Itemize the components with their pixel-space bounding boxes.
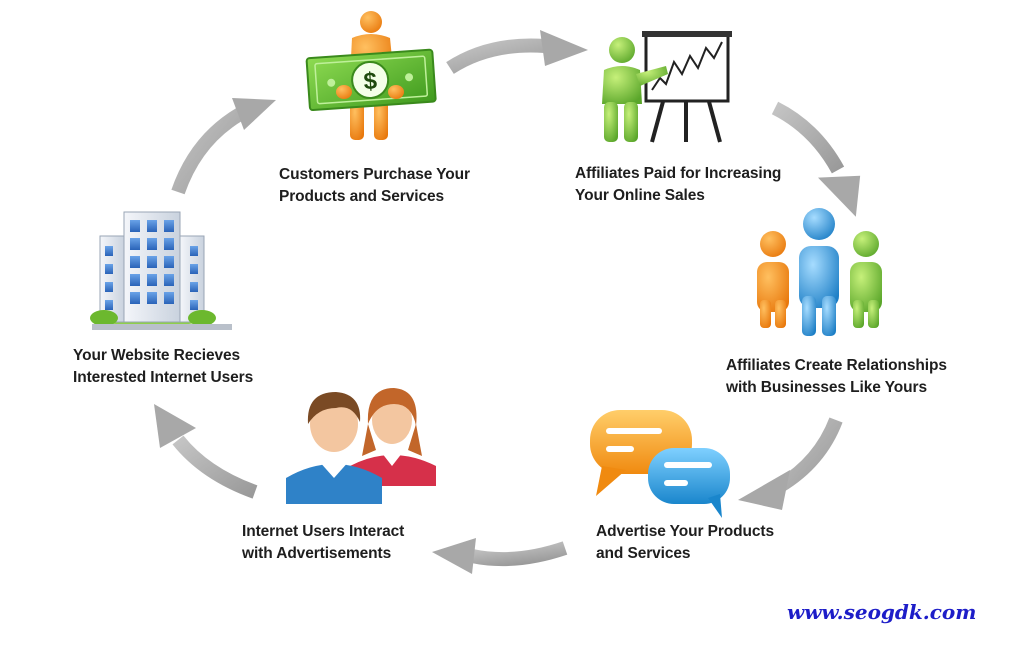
arrow-advertise-to-interact bbox=[432, 538, 568, 574]
arrow-interact-to-website bbox=[154, 404, 258, 499]
step-label-line: Your Online Sales bbox=[575, 187, 705, 204]
arrow-relationships-to-advertise bbox=[738, 417, 843, 510]
step-label-line: Products and Services bbox=[279, 188, 445, 205]
step-label-interact: Internet Users Interact with Advertiseme… bbox=[242, 521, 404, 565]
presentation-chart-icon bbox=[602, 31, 732, 143]
step-label-affiliates-paid: Affiliates Paid for Increasing Your Onli… bbox=[575, 163, 781, 207]
step-label-line: and Services bbox=[596, 545, 691, 562]
step-label-line: Affiliates Create Relationships bbox=[726, 357, 947, 374]
money-person-icon: $ bbox=[305, 11, 437, 140]
step-label-line: Your Website Recieves bbox=[73, 347, 241, 364]
speech-bubbles-icon bbox=[590, 410, 730, 518]
step-label-line: Interested Internet Users bbox=[73, 369, 254, 386]
step-label-relationships: Affiliates Create Relationships with Bus… bbox=[726, 355, 947, 399]
step-label-line: Advertise Your Products bbox=[596, 523, 775, 540]
step-label-customers: Customers Purchase Your Products and Ser… bbox=[279, 164, 470, 208]
people-group-icon bbox=[757, 208, 882, 336]
arrow-website-to-customers bbox=[171, 98, 276, 195]
website-watermark: www.seogdk.com bbox=[787, 600, 977, 624]
step-label-line: with Businesses Like Yours bbox=[726, 379, 927, 396]
arrow-affiliates-to-relationships bbox=[771, 101, 861, 217]
step-label-advertise: Advertise Your Products and Services bbox=[596, 521, 774, 565]
step-label-website: Your Website Recieves Interested Interne… bbox=[73, 345, 253, 389]
svg-text:$: $ bbox=[363, 68, 379, 96]
arrow-customers-to-affiliates bbox=[446, 30, 588, 74]
step-label-line: Affiliates Paid for Increasing bbox=[575, 165, 782, 182]
users-avatar-icon bbox=[286, 388, 436, 504]
step-label-line: Internet Users Interact bbox=[242, 523, 405, 540]
office-building-icon bbox=[90, 211, 232, 330]
step-label-line: Customers Purchase Your bbox=[279, 166, 470, 183]
step-label-line: with Advertisements bbox=[242, 545, 392, 562]
